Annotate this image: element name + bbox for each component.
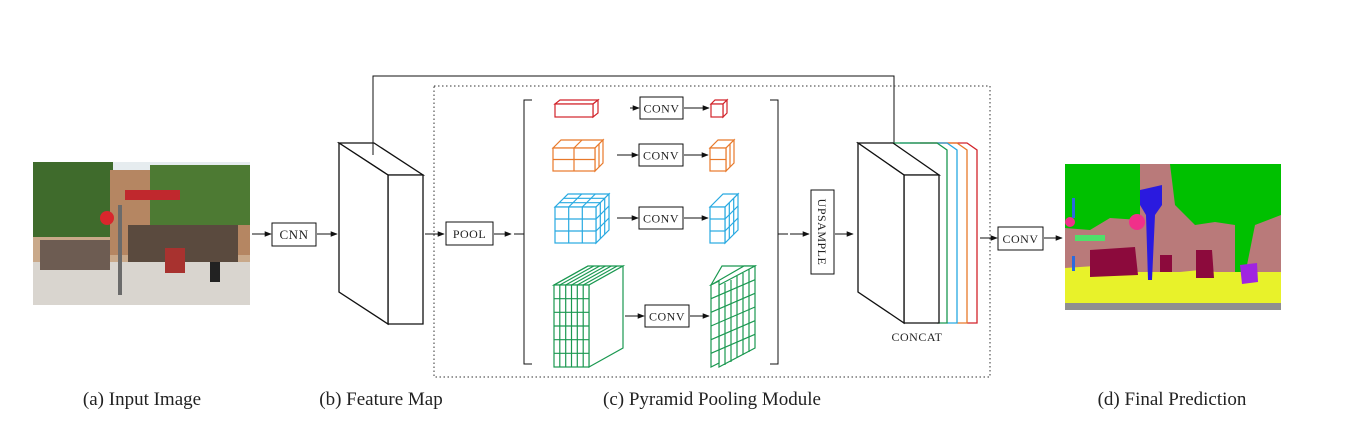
concat-label: CONCAT (891, 330, 942, 344)
pool-label: POOL (453, 227, 486, 241)
prediction-segmentation-map (1065, 164, 1281, 310)
pool-box (445, 221, 494, 246)
conv-box-level-2 (638, 143, 684, 167)
skip-connection-arrow (372, 75, 897, 159)
conv-label-level-3: CONV (643, 212, 679, 226)
conv-label-level-2: CONV (643, 149, 679, 163)
pool-level-1-block (553, 98, 600, 119)
final-conv-box (997, 226, 1044, 251)
upsample-label: UPSAMPLE (815, 199, 829, 266)
conv-box-level-1 (639, 96, 684, 120)
conv-label-level-4: CONV (649, 310, 685, 324)
caption-input-image: (a) Input Image (83, 389, 201, 410)
caption-pyramid-pooling: (c) Pyramid Pooling Module (603, 389, 821, 410)
cnn-box (271, 222, 317, 247)
cnn-label: CNN (280, 227, 309, 242)
concat-stack (855, 141, 978, 325)
pool-level-3-block (553, 192, 611, 245)
pool-level-2-block (551, 138, 605, 173)
conv-box-level-3 (638, 206, 684, 230)
pool-level-4-output (708, 265, 758, 368)
caption-final-prediction: (d) Final Prediction (1098, 389, 1247, 410)
pyramid-right-bracket (770, 99, 779, 365)
conv-box-level-4 (644, 304, 690, 328)
final-conv-label: CONV (1002, 232, 1038, 246)
pool-level-4-block (551, 264, 626, 369)
conv-label-level-1: CONV (643, 102, 679, 116)
pyramid-module-frame (433, 85, 991, 378)
pyramid-left-bracket (523, 99, 532, 365)
input-image (33, 162, 250, 305)
caption-feature-map: (b) Feature Map (319, 389, 442, 410)
pool-level-2-output (708, 138, 736, 173)
feature-map (336, 141, 426, 326)
upsample-box (810, 189, 835, 275)
pool-level-1-output (709, 98, 729, 119)
pool-level-3-output (708, 192, 740, 245)
